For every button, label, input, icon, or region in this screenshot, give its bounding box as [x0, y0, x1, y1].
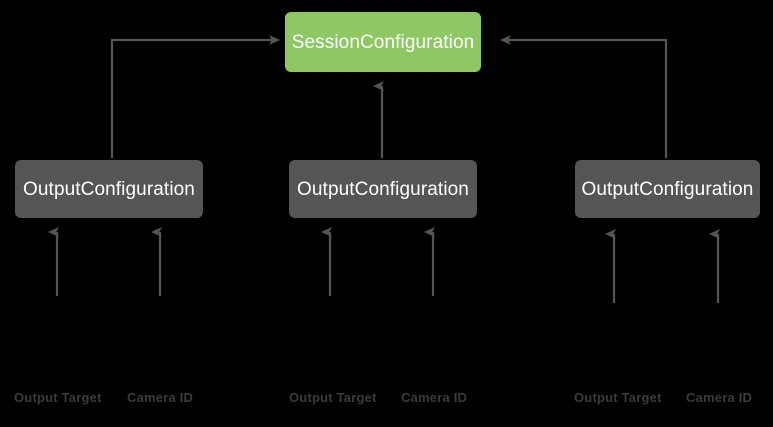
node-output-configuration-1[interactable]: OutputConfiguration [15, 160, 203, 218]
node-output-configuration-3[interactable]: OutputConfiguration [575, 160, 760, 218]
connector-right-output-to-session [500, 35, 668, 158]
node-session-configuration[interactable]: SessionConfiguration [285, 12, 481, 72]
label-camera-id-3: Camera ID [686, 390, 753, 405]
node-output-configuration-2[interactable]: OutputConfiguration [289, 160, 477, 218]
connector-left-output-to-session [110, 35, 280, 158]
label-output-target-3: Output Target [574, 390, 662, 405]
label-output-target-1: Output Target [14, 390, 102, 405]
label-camera-id-2: Camera ID [401, 390, 468, 405]
label-output-target-2: Output Target [289, 390, 377, 405]
label-camera-id-1: Camera ID [127, 390, 194, 405]
